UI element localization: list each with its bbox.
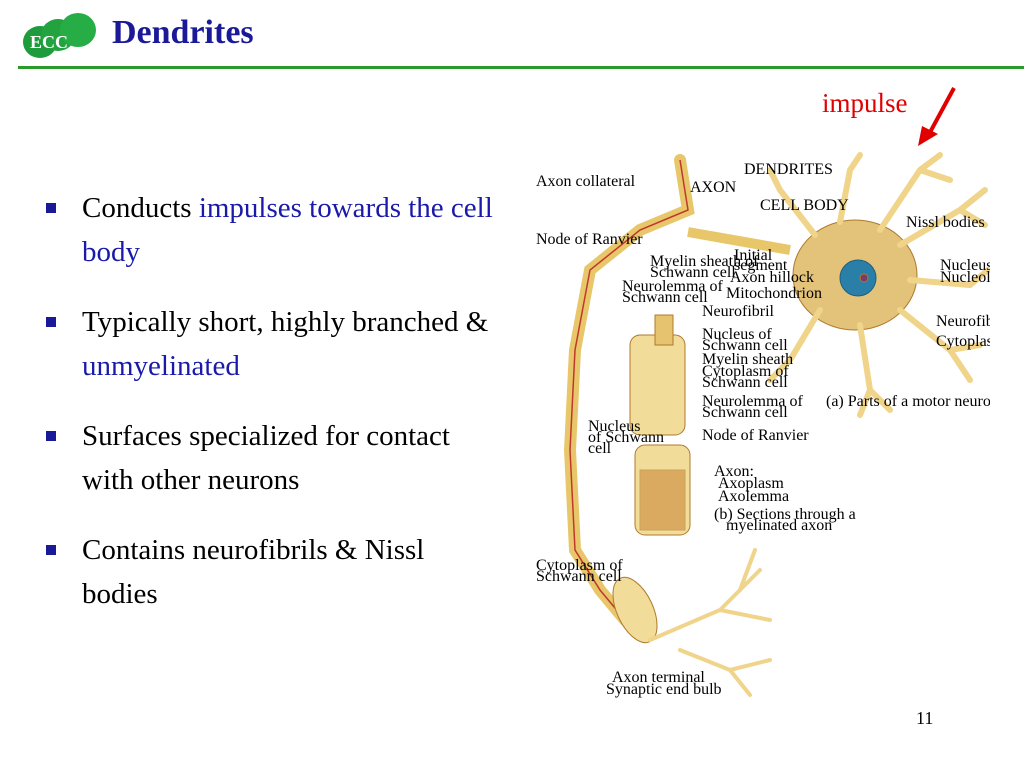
impulse-arrow-icon — [918, 87, 956, 146]
bullet-list: Conducts impulses towards the cell body … — [42, 186, 502, 642]
title-divider — [18, 66, 1024, 69]
label-neurolemma-b: Neurolemma of — [702, 393, 804, 410]
label-nissl-bodies: Nissl bodies — [906, 214, 985, 231]
label-neurofibril-2: Neurofibril — [936, 313, 990, 330]
logo-text: ECC — [30, 32, 68, 52]
bullet-text: Conducts — [82, 192, 199, 224]
label-myelin-sheath-2: Schwann cell — [650, 264, 736, 281]
label-nucleus: Nucleus — [940, 257, 990, 274]
ecc-logo: ECC — [23, 13, 96, 58]
bullet-text: Typically short, highly branched & — [82, 306, 489, 338]
bullet-marker-icon — [46, 545, 56, 555]
page-number: 11 — [916, 708, 934, 728]
label-mitochondrion: Mitochondrion — [726, 285, 822, 302]
diagram-labels: Axon collateral AXON DENDRITES CELL BODY… — [536, 161, 990, 698]
bullet-marker-icon — [46, 431, 56, 441]
neuron-diagram: Axon collateral AXON DENDRITES CELL BODY… — [536, 152, 990, 698]
label-axon: AXON — [690, 179, 737, 196]
bullet-highlight: unmyelinated — [82, 350, 240, 382]
caption-b-2: myelinated axon — [726, 517, 832, 534]
label-nucleus-side: Nucleus — [588, 418, 640, 435]
label-nucleus-schwann-2: Schwann cell — [702, 337, 788, 354]
bullet-text: Contains neurofibrils & Nissl bodies — [82, 534, 425, 610]
bullet-text: Surfaces specialized for contact with ot… — [82, 420, 450, 496]
label-nucleus-side-3: cell — [588, 440, 612, 457]
label-cytoplasm-schwann: Cytoplasm of — [702, 363, 789, 380]
bullet-item: Contains neurofibrils & Nissl bodies — [42, 528, 502, 616]
bullet-item: Typically short, highly branched & unmye… — [42, 300, 502, 388]
label-cytoplasm-of-2: Schwann cell — [536, 568, 622, 585]
bullet-marker-icon — [46, 317, 56, 327]
label-neurolemma-2: Schwann cell — [622, 289, 708, 306]
slide-title: Dendrites — [112, 14, 254, 51]
label-axoplasm: Axoplasm — [718, 475, 784, 492]
label-initial-segment: Initial — [734, 247, 773, 264]
label-initial-segment-2: segment — [734, 257, 788, 274]
label-neurofibril: Neurofibril — [702, 303, 775, 320]
bullet-item: Surfaces specialized for contact with ot… — [42, 414, 502, 502]
label-neurolemma-b-2: Schwann cell — [702, 404, 788, 421]
label-node-of-ranvier-b: Node of Ranvier — [702, 427, 809, 444]
label-axon-b: Axon: — [714, 463, 754, 480]
label-neurolemma: Neurolemma of — [622, 278, 724, 295]
label-myelin-sheath: Myelin sheath of — [650, 253, 759, 270]
label-nucleus-schwann: Nucleus of — [702, 326, 772, 343]
bullet-item: Conducts impulses towards the cell body — [42, 186, 502, 274]
label-axon-hillock: Axon hillock — [730, 269, 814, 286]
label-cell-body: CELL BODY — [760, 197, 849, 214]
label-axon-terminal: Axon terminal — [612, 669, 705, 686]
label-synaptic-end-bulb: Synaptic end bulb — [606, 681, 722, 698]
bullet-marker-icon — [46, 203, 56, 213]
neuron-drawing — [563, 152, 990, 697]
impulse-label: impulse — [822, 88, 908, 118]
caption-b: (b) Sections through a — [714, 506, 856, 523]
label-node-of-ranvier: Node of Ranvier — [536, 231, 643, 248]
bullet-highlight: impulses towards the cell body — [82, 192, 493, 268]
label-cytoplasm-schwann-2: Schwann cell — [702, 374, 788, 391]
label-nucleolus: Nucleolus — [940, 269, 990, 286]
label-dendrites: DENDRITES — [744, 161, 833, 178]
label-cytoplasm: Cytoplasm — [936, 333, 990, 350]
label-myelin-sheath-b: Myelin sheath — [702, 351, 793, 368]
label-nucleus-side-2: of Schwann — [588, 429, 664, 446]
caption-a: (a) Parts of a motor neuron — [826, 393, 990, 410]
label-axon-collateral: Axon collateral — [536, 173, 636, 190]
label-axolemma: Axolemma — [718, 488, 789, 505]
label-cytoplasm-of: Cytoplasm of — [536, 557, 623, 574]
